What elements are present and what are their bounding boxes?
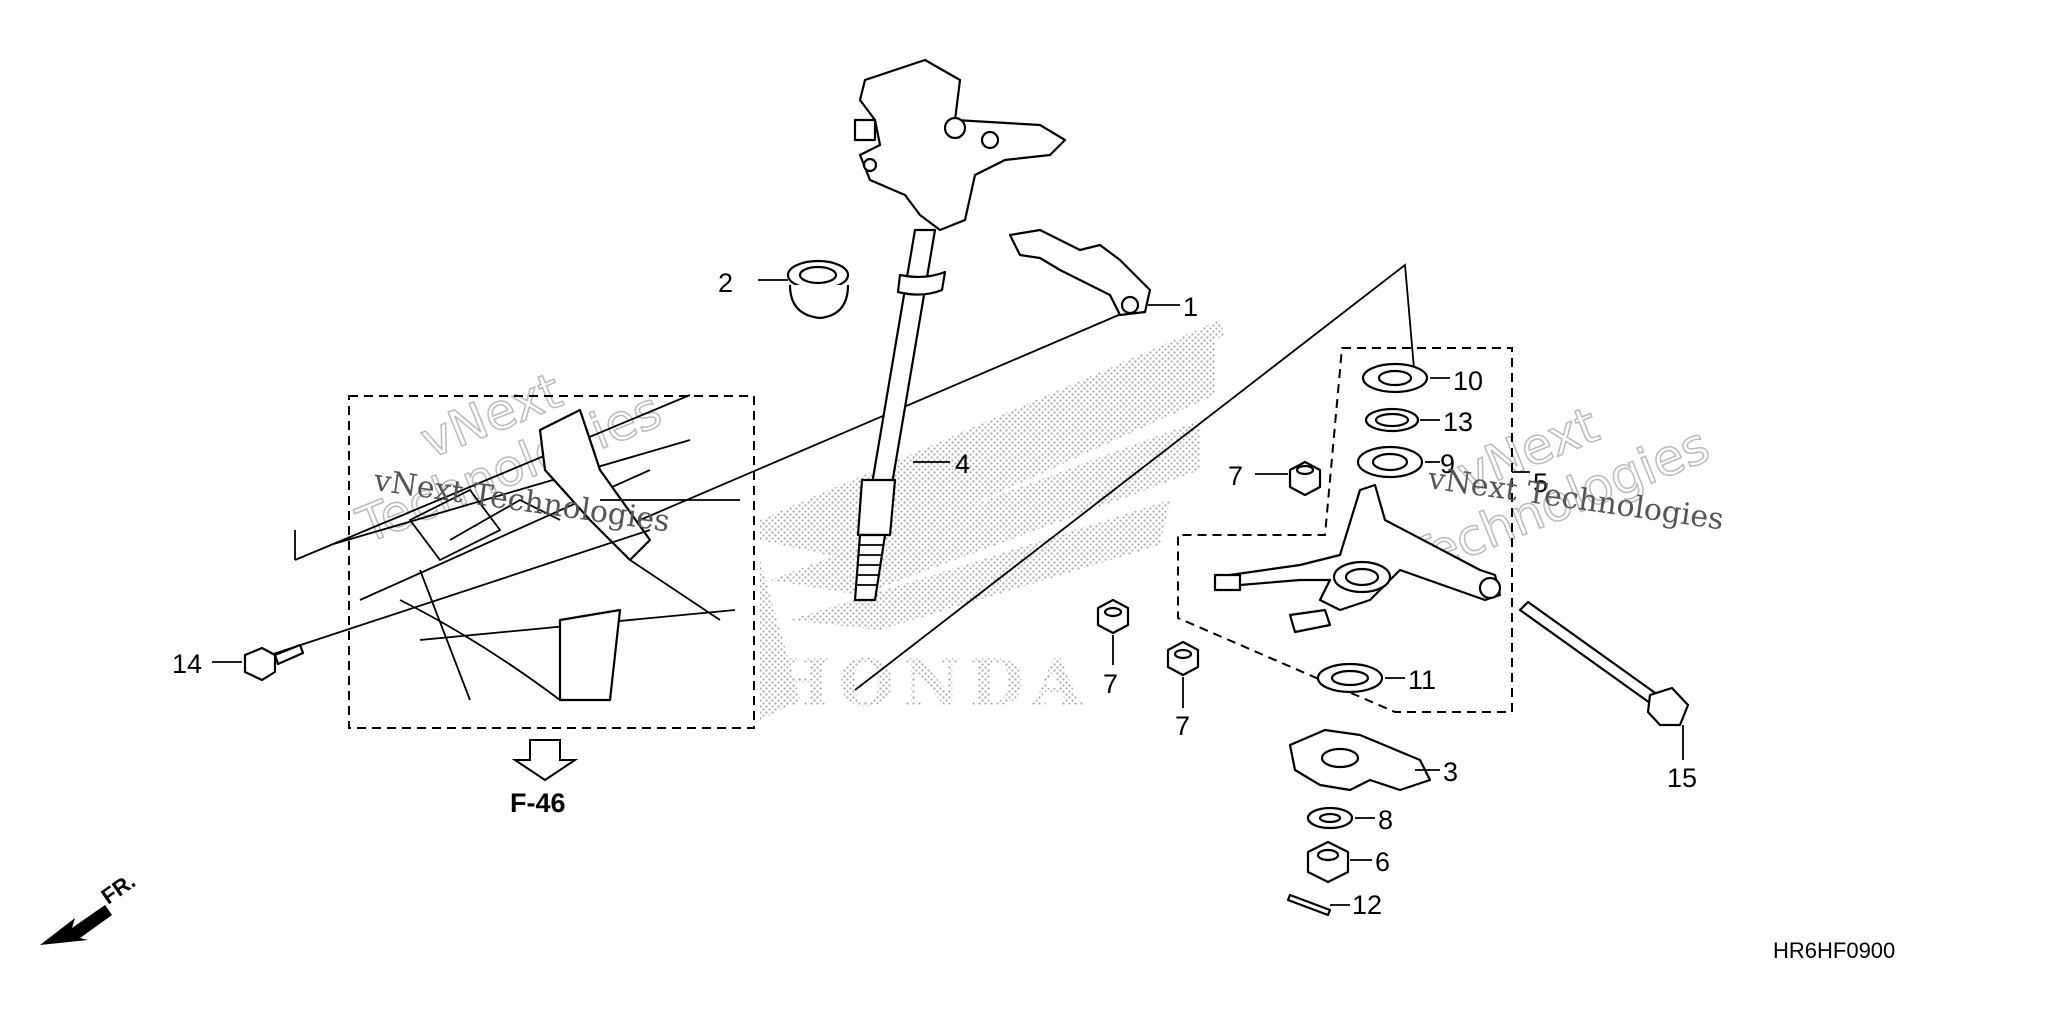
flange-nut-7b (1096, 598, 1130, 635)
flange-nut-7c (1166, 640, 1200, 677)
callout-9: 9 (1440, 449, 1455, 479)
callout-8: 8 (1378, 805, 1393, 835)
callout-5: 5 (1533, 468, 1548, 498)
callout-7a: 7 (1228, 461, 1243, 491)
callout-11: 11 (1408, 665, 1436, 695)
washer-8 (1306, 806, 1354, 830)
front-label: FR. (97, 868, 140, 909)
castle-nut-6 (1306, 840, 1350, 884)
dust-seal (786, 259, 850, 320)
front-direction-arrow: FR. (40, 868, 140, 945)
reference-label: F-46 (510, 788, 566, 818)
callout-14: 14 (172, 649, 202, 679)
seal-13 (1364, 407, 1420, 433)
detail-reference-arrow: F-46 (510, 739, 579, 818)
callout-10: 10 (1453, 366, 1483, 396)
brand-logo-text: HONDA (770, 646, 1090, 721)
callout-3: 3 (1443, 757, 1458, 787)
bearing-assembly-box (1177, 347, 1513, 713)
frame-detail-box (294, 394, 755, 729)
callout-1: 1 (1183, 292, 1198, 322)
callout-7b: 7 (1103, 669, 1118, 699)
steering-shaft (853, 58, 1067, 602)
bearing-seal-10 (1361, 362, 1429, 394)
callout-13: 13 (1443, 407, 1473, 437)
bolt-14 (243, 643, 305, 682)
callout-12: 12 (1352, 890, 1382, 920)
cotter-pin-12 (1286, 893, 1332, 917)
callout-4: 4 (955, 449, 970, 479)
callout-6: 6 (1375, 847, 1390, 877)
honda-wing-logo: HONDA (760, 320, 1225, 721)
bolt-15 (1518, 600, 1690, 727)
seal-11 (1316, 662, 1384, 694)
callout-2: 2 (718, 268, 733, 298)
steering-arm (1213, 483, 1502, 634)
lower-arm-3 (1288, 728, 1432, 792)
diagram-code: HR6HF0900 (1773, 938, 1895, 963)
shaft-clamp (1008, 228, 1152, 317)
flange-nut-7a (1288, 460, 1322, 497)
callout-15: 15 (1667, 763, 1697, 793)
bearing-9 (1356, 445, 1424, 479)
callout-7c: 7 (1175, 711, 1190, 741)
